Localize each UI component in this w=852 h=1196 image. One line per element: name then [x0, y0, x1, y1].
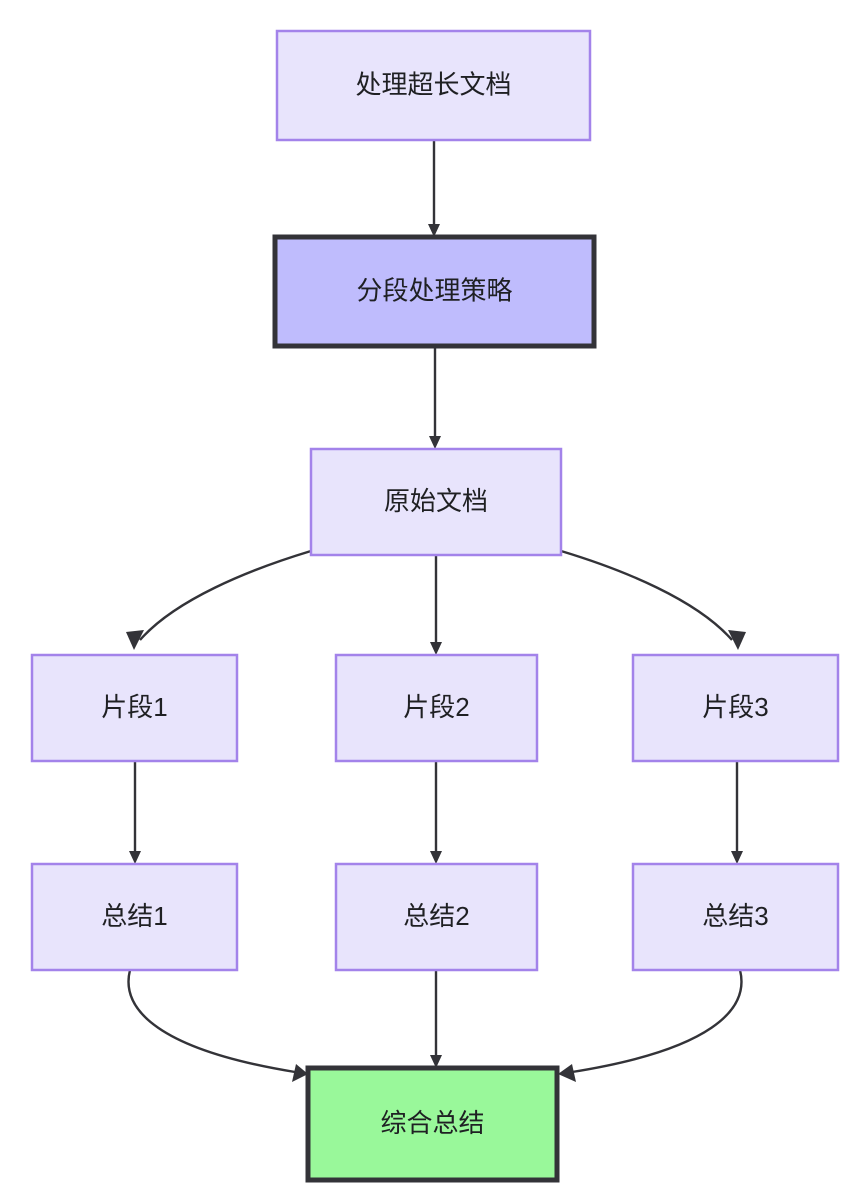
- node-shape[interactable]: [309, 447, 563, 557]
- node-doc[interactable]: 处理超长文档: [275, 29, 592, 142]
- node-summary3[interactable]: 总结3: [631, 862, 840, 972]
- edge-summary3-to-final: [558, 969, 743, 1082]
- edge-chunk2-to-summary2: [430, 761, 442, 864]
- edge-original-to-chunk1: [126, 549, 312, 650]
- edge-chunk1-to-summary1: [129, 761, 141, 864]
- edge-doc-to-strategy: [428, 140, 440, 237]
- arrowhead-icon: [430, 642, 442, 655]
- node-chunk1[interactable]: 片段1: [30, 653, 239, 763]
- node-label: 片段2: [403, 692, 469, 722]
- node-original[interactable]: 原始文档: [309, 447, 563, 557]
- arrowhead-icon: [731, 851, 743, 864]
- node-label: 总结3: [702, 901, 768, 931]
- node-summary1[interactable]: 总结1: [30, 862, 239, 972]
- edge-line: [139, 549, 312, 641]
- node-shape[interactable]: [631, 653, 840, 763]
- node-chunk2[interactable]: 片段2: [334, 653, 539, 763]
- node-label: 片段3: [702, 692, 768, 722]
- edge-summary1-to-final: [127, 969, 308, 1082]
- node-label: 片段1: [101, 692, 167, 722]
- node-shape[interactable]: [334, 653, 539, 763]
- node-label: 综合总结: [380, 1108, 484, 1138]
- node-label: 原始文档: [384, 486, 488, 516]
- arrowhead-icon: [728, 630, 746, 650]
- node-final[interactable]: 综合总结: [305, 1065, 560, 1183]
- edge-strategy-to-original: [429, 346, 441, 449]
- node-chunk3[interactable]: 片段3: [631, 653, 840, 763]
- arrowhead-icon: [430, 1055, 442, 1068]
- node-shape[interactable]: [334, 862, 539, 972]
- edge-line: [127, 969, 296, 1074]
- node-strategy[interactable]: 分段处理策略: [272, 234, 597, 349]
- edge-line: [560, 549, 733, 641]
- arrowhead-icon: [129, 851, 141, 864]
- node-label: 处理超长文档: [355, 69, 511, 99]
- node-label: 总结2: [403, 901, 469, 931]
- edge-chunk3-to-summary3: [731, 761, 743, 864]
- node-shape[interactable]: [631, 862, 840, 972]
- node-shape[interactable]: [275, 29, 592, 142]
- node-shape[interactable]: [30, 653, 239, 763]
- node-summary2[interactable]: 总结2: [334, 862, 539, 972]
- edge-layer: [126, 140, 746, 1082]
- arrowhead-icon: [429, 436, 441, 449]
- node-shape[interactable]: [30, 862, 239, 972]
- arrowhead-icon: [428, 224, 440, 237]
- node-shape[interactable]: [305, 1065, 560, 1183]
- node-layer: 处理超长文档 分段处理策略 原始文档 片段1 片段2 片段3: [30, 29, 840, 1183]
- node-label: 总结1: [101, 901, 167, 931]
- edge-summary2-to-final: [430, 970, 442, 1068]
- arrowhead-icon: [558, 1064, 576, 1082]
- node-label: 分段处理策略: [356, 275, 512, 305]
- edge-original-to-chunk3: [560, 549, 746, 650]
- arrowhead-icon: [430, 851, 442, 864]
- arrowhead-icon: [292, 1064, 308, 1082]
- node-shape[interactable]: [272, 234, 597, 349]
- edge-line: [571, 969, 743, 1074]
- edge-original-to-chunk2: [430, 555, 442, 655]
- arrowhead-icon: [126, 630, 144, 650]
